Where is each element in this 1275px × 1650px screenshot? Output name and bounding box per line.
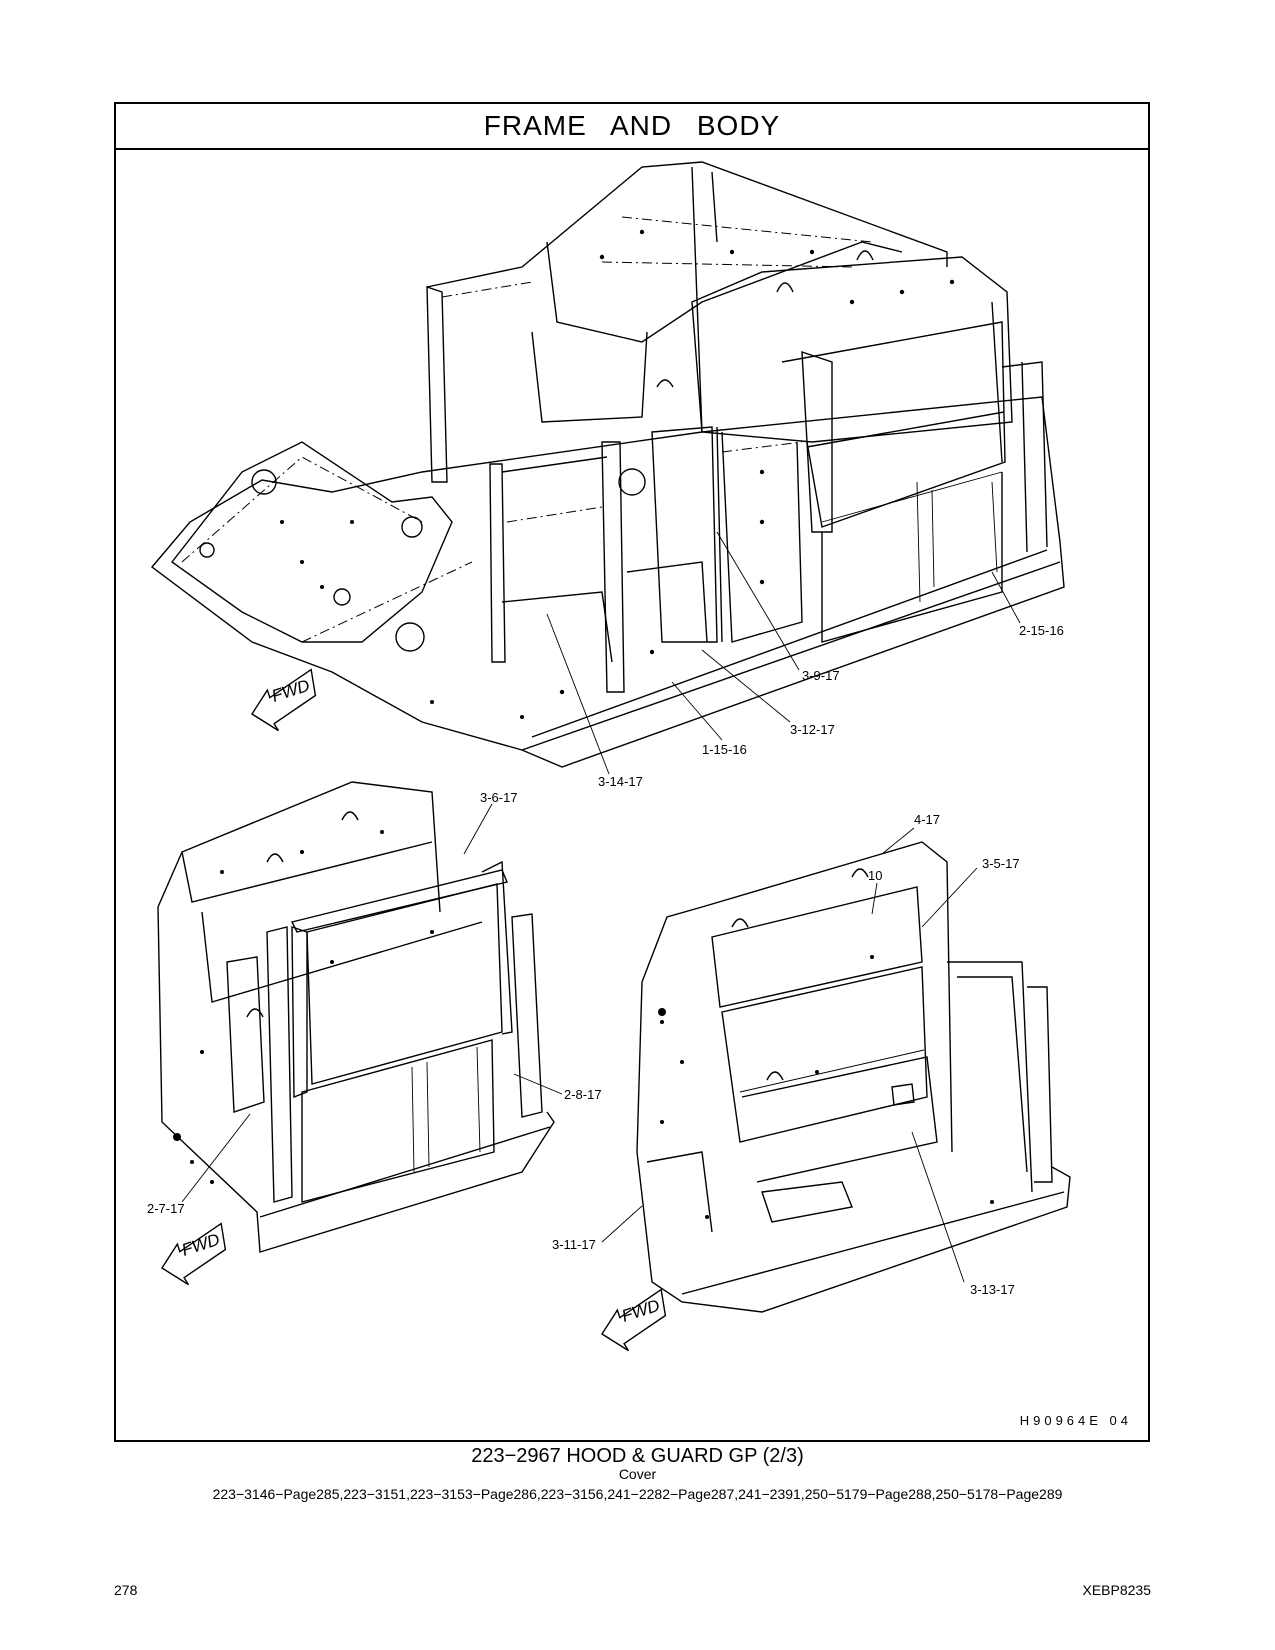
callout-4-17: 4-17 <box>914 812 940 827</box>
fwd-arrow-icon <box>593 1288 677 1358</box>
title-bar: FRAME AND BODY <box>116 104 1148 150</box>
doc-code: XEBP8235 <box>1082 1582 1152 1598</box>
callout-10: 10 <box>868 868 882 883</box>
group-subtitle: Cover <box>618 1466 657 1482</box>
parts-drawing: FWD 2-15-16 3-9-17 3-12-17 1-15-16 3-14-… <box>147 161 1071 1358</box>
callout-2-8-17: 2-8-17 <box>564 1087 602 1102</box>
callout-2-7-17: 2-7-17 <box>147 1201 185 1216</box>
callout-3-12-17: 3-12-17 <box>790 722 835 737</box>
top-view-frame-assembly: FWD <box>150 161 1065 768</box>
group-title: 223−2967 HOOD & GUARD GP (2/3) <box>471 1445 804 1467</box>
callout-3-5-17: 3-5-17 <box>982 856 1020 871</box>
callout-2-15-16: 2-15-16 <box>1019 623 1064 638</box>
left-view-hood-assembly: FWD <box>153 781 555 1292</box>
callout-3-14-17: 3-14-17 <box>598 774 643 789</box>
left-view-leaders <box>181 803 563 1203</box>
callout-3-11-17: 3-11-17 <box>552 1237 596 1252</box>
callout-3-6-17: 3-6-17 <box>480 790 518 805</box>
drawing-id: H90964E 04 <box>1019 1413 1132 1428</box>
callout-1-15-16: 1-15-16 <box>702 742 747 757</box>
caption: 223−2967 HOOD & GUARD GP (2/3) Cover 223… <box>0 1445 1275 1504</box>
page-number: 278 <box>114 1582 138 1598</box>
fwd-arrow-icon <box>153 1222 237 1292</box>
page-title: FRAME AND BODY <box>483 110 781 141</box>
fwd-arrow-icon <box>243 668 327 738</box>
callout-3-9-17: 3-9-17 <box>802 668 840 683</box>
diagram-frame: FRAME AND BODY <box>114 102 1150 1442</box>
callout-3-13-17: 3-13-17 <box>970 1282 1015 1297</box>
group-references: 223−3146−Page285,223−3151,223−3153−Page2… <box>212 1486 1063 1502</box>
right-view-hood-assembly: FWD <box>593 841 1071 1358</box>
top-view-leaders <box>546 531 1021 775</box>
right-view-leaders <box>601 827 978 1283</box>
